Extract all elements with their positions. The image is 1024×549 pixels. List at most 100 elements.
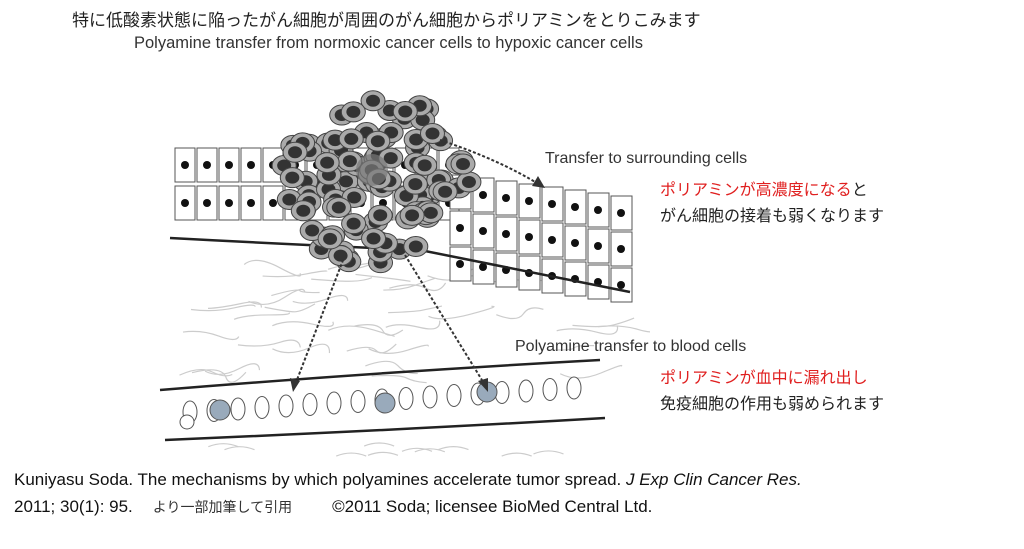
citation-ref: 2011; 30(1): 95. <box>14 497 133 516</box>
cancer-cell-nucleus <box>346 217 361 230</box>
cancer-cell-nucleus <box>320 156 335 169</box>
stroma-fiber <box>354 324 404 336</box>
red-blood-cell <box>254 396 270 419</box>
cell-nucleus <box>571 239 579 247</box>
stroma-fiber <box>371 374 427 384</box>
stroma-fiber <box>272 343 331 354</box>
cell-nucleus <box>548 200 556 208</box>
slide-title: 特に低酸素状態に陥ったがん細胞が周囲のがん細胞からポリアミンをとりこみます <box>72 11 701 31</box>
cell-nucleus <box>247 199 255 207</box>
stroma-fiber <box>367 451 399 456</box>
cancer-cell-nucleus <box>409 133 424 146</box>
cell-nucleus <box>479 227 487 235</box>
red-blood-cell <box>230 397 246 421</box>
cell-nucleus <box>456 260 464 268</box>
white-blood-cell <box>374 392 396 414</box>
stroma-fiber <box>208 443 239 448</box>
stroma-fiber <box>496 307 544 320</box>
cancer-cell-nucleus <box>282 193 297 206</box>
cancer-cell-nucleus <box>346 105 361 118</box>
cancer-cell-nucleus <box>423 206 438 219</box>
red-blood-cell <box>278 394 294 418</box>
note-adhesion-line1: ポリアミンが高濃度になると <box>660 176 868 200</box>
blood-cell <box>179 414 195 430</box>
citation-line2: 2011; 30(1): 95.より一部加筆して引用©2011 Soda; li… <box>14 497 652 517</box>
stroma-fiber <box>233 312 290 320</box>
cell-nucleus <box>525 197 533 205</box>
cell-nucleus <box>225 199 233 207</box>
cancer-cell-nucleus <box>288 146 303 159</box>
stroma-fiber <box>243 259 302 277</box>
red-blood-cell <box>566 376 582 400</box>
cancer-cell-nucleus <box>323 232 338 245</box>
cell-nucleus <box>456 224 464 232</box>
note-blood-line1: ポリアミンが血中に漏れ出し <box>660 368 868 387</box>
stroma-fiber <box>501 452 532 457</box>
cancer-cell-nucleus <box>366 232 381 245</box>
stroma-fiber <box>346 343 397 354</box>
arrow-to-surrounding <box>439 139 541 186</box>
stroma-fiber <box>572 317 635 328</box>
cancer-cell-nucleus <box>339 175 354 188</box>
red-blood-cell <box>422 385 438 409</box>
cell-nucleus <box>617 245 625 253</box>
cell-nucleus <box>479 191 487 199</box>
stroma-fiber <box>272 321 334 327</box>
label-transfer-blood: Polyamine transfer to blood cells <box>515 338 747 355</box>
figure-title: Polyamine transfer from normoxic cancer … <box>134 34 643 52</box>
stroma-fibers <box>179 254 650 457</box>
stroma-fiber <box>368 344 429 354</box>
stroma-fiber <box>190 304 256 312</box>
stroma-fiber <box>428 305 495 320</box>
cancer-cell-nucleus <box>347 191 362 204</box>
stroma-fiber <box>182 330 240 341</box>
cancer-cell-nucleus <box>408 178 423 191</box>
cancer-cell-nucleus <box>461 175 476 188</box>
stroma-fiber <box>388 305 443 314</box>
cancer-cell-nucleus <box>342 155 357 168</box>
stroma-fiber <box>224 446 255 451</box>
stroma-fiber <box>292 294 349 304</box>
cancer-cell-nucleus <box>438 185 453 198</box>
red-blood-cell <box>398 387 414 410</box>
stroma-fiber <box>262 270 328 278</box>
cell-nucleus <box>247 161 255 169</box>
red-blood-cell <box>350 390 366 413</box>
cell-nucleus <box>203 161 211 169</box>
stroma-fiber <box>264 303 316 313</box>
cancer-cell-nucleus <box>373 209 388 222</box>
cancer-cell-nucleus <box>415 113 430 126</box>
note-adhesion-red: ポリアミンが高濃度になる <box>660 180 852 199</box>
cancer-cell-nucleus <box>383 152 398 165</box>
citation-line1: Kuniyasu Soda. The mechanisms by which p… <box>14 470 802 490</box>
stroma-fiber <box>191 369 247 383</box>
stroma-fiber <box>383 277 436 291</box>
stroma-fiber <box>311 277 373 282</box>
cancer-cell-nucleus <box>305 224 320 237</box>
note-adhesion-suffix: と <box>851 180 868 199</box>
stroma-fiber <box>414 448 446 453</box>
arrow-to-blood-right <box>404 254 486 386</box>
cancer-cell-nucleus <box>285 171 300 184</box>
cell-nucleus <box>479 263 487 271</box>
cancer-cell-nucleus <box>425 127 440 140</box>
cell-nucleus <box>269 199 277 207</box>
cancer-cell-nucleus <box>366 94 381 107</box>
citation-text: Kuniyasu Soda. The mechanisms by which p… <box>14 470 626 489</box>
stroma-fiber <box>559 364 623 379</box>
stroma-fiber <box>363 442 395 447</box>
stroma-fiber <box>179 368 233 377</box>
cell-nucleus <box>181 199 189 207</box>
transfer-arrows <box>294 139 541 386</box>
cell-nucleus <box>225 161 233 169</box>
cancer-cell-nucleus <box>328 134 343 147</box>
red-blood-cell <box>446 384 462 407</box>
stroma-fiber <box>335 452 367 457</box>
cell-nucleus <box>525 233 533 241</box>
cancer-cell-nucleus <box>370 135 385 148</box>
stroma-fiber <box>597 325 650 333</box>
arrowheads <box>290 176 545 392</box>
citation-note-jp: より一部加筆して引用 <box>152 500 293 516</box>
citation-journal: J Exp Clin Cancer Res. <box>626 470 802 489</box>
stroma-fiber <box>385 320 441 330</box>
